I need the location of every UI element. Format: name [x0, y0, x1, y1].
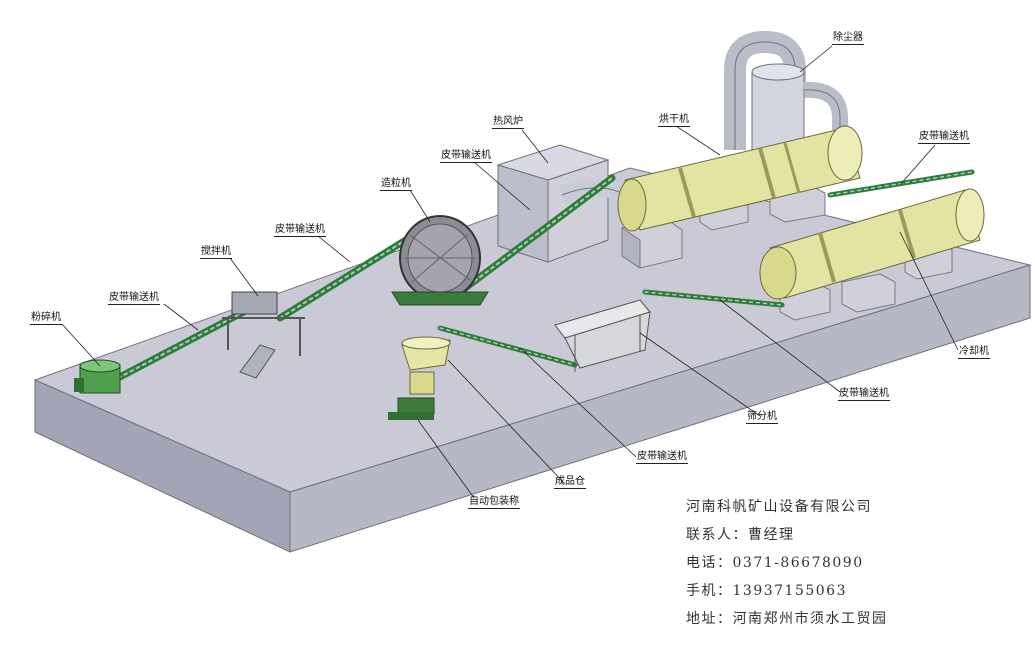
- belt-conveyor-2-label: 皮带输送机: [274, 224, 326, 237]
- belt-conveyor-1-label: 皮带输送机: [108, 292, 160, 305]
- hot-air-furnace: [496, 144, 610, 263]
- belt-conveyor-3-label: 皮带输送机: [440, 150, 492, 163]
- screener: [554, 299, 651, 372]
- mixer: [222, 291, 305, 379]
- hot-air-furnace-label: 热风炉: [492, 116, 524, 129]
- auto-packing-scale-label: 自动包装称: [468, 496, 520, 509]
- granulator: [391, 215, 489, 306]
- platform-side: [289, 264, 1031, 553]
- phone-number: 电话：0371-86678090: [686, 555, 864, 571]
- screener-label: 筛分机: [746, 411, 778, 424]
- crusher: [74, 359, 121, 394]
- belt-conveyor-4-label: 皮带输送机: [918, 131, 970, 144]
- cooler-label: 冷却机: [958, 346, 990, 359]
- crusher-label: 粉碎机: [30, 312, 62, 325]
- contact-person: 联系人：曹经理: [686, 527, 795, 543]
- address: 地址：河南郑州市须水工贸园: [686, 611, 888, 627]
- product-bin-label: 成品仓: [554, 476, 586, 489]
- mobile-number: 手机：13937155063: [686, 583, 847, 599]
- belt-conveyor-5-label: 皮带输送机: [838, 388, 890, 401]
- belt-conveyor-6-label: 皮带输送机: [636, 451, 688, 464]
- leader-lines: [61, 45, 959, 499]
- granulator-label: 造粒机: [380, 178, 412, 191]
- dust-collector: [724, 30, 848, 176]
- company-name: 河南科帆矿山设备有限公司: [686, 499, 872, 515]
- dust-collector-label: 除尘器: [832, 32, 864, 45]
- cooler-drum: [759, 188, 985, 300]
- mixer-label: 搅拌机: [200, 246, 232, 259]
- dryer-drum: [617, 125, 863, 232]
- product-bin: [401, 336, 451, 371]
- dryer-label: 烘干机: [658, 114, 690, 127]
- auto-packing-scale: [388, 371, 435, 420]
